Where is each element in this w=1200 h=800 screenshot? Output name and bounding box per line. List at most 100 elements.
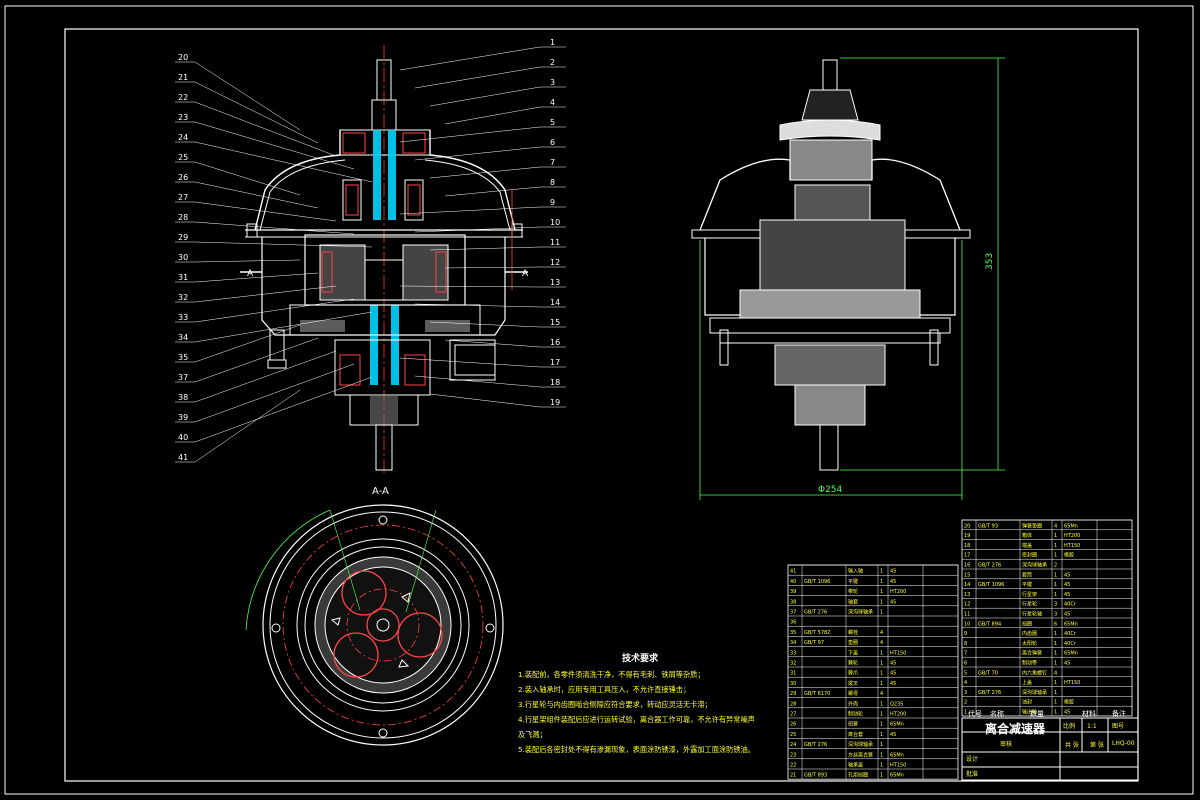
callout-31: 31 — [178, 273, 188, 282]
table-cell: 45 — [1064, 572, 1070, 578]
sheet-count-label: 第 张 — [1090, 741, 1104, 749]
notes-lines: 1.装配前，各零件须清洗干净，不得有毛刺、铁屑等杂质；2.装入轴承时，应用专用工… — [518, 670, 755, 754]
callout-8: 8 — [550, 178, 555, 187]
table-cell: 螺母 — [848, 690, 858, 697]
table-cell: 1 — [880, 599, 883, 605]
note-line: 及飞溅； — [518, 730, 547, 739]
table-cell: 行星轮 — [1022, 601, 1037, 608]
callout-24: 24 — [178, 133, 188, 142]
leader-line — [194, 324, 301, 363]
table-cell: 6 — [964, 661, 967, 667]
leader-line — [399, 357, 541, 368]
table-cell: 41 — [790, 569, 796, 575]
section-mark-right: A — [522, 269, 529, 279]
table-cell: 19 — [964, 533, 970, 539]
note-line: 1.装配前，各零件须清洗干净，不得有毛刺、铁屑等杂质； — [518, 670, 705, 679]
leader-line — [444, 266, 541, 269]
callout-35: 35 — [178, 353, 188, 362]
title-header-cell: 名称 — [990, 709, 1004, 718]
leader-line — [194, 201, 337, 222]
callout-22: 22 — [178, 93, 188, 102]
table-cell: 39 — [790, 589, 796, 595]
callout-26: 26 — [178, 173, 188, 182]
table-cell: 深沟球轴承 — [848, 741, 873, 748]
table-cell: 方丝离合簧 — [848, 751, 873, 758]
leader-line — [194, 337, 319, 383]
table-cell: 4 — [880, 691, 883, 697]
approve-label: 批准 — [966, 770, 978, 778]
table-cell: 弹簧垫圈 — [1022, 522, 1042, 529]
table-cell: 箱体 — [1022, 532, 1032, 539]
table-cell: 9 — [964, 631, 967, 637]
callouts-left: 2021222324252627282930313233343537383940… — [175, 53, 373, 463]
callout-7: 7 — [550, 158, 555, 167]
callout-38: 38 — [178, 393, 188, 402]
table-cell: 离合弹簧 — [1022, 650, 1042, 657]
title-header-cell: 代号 — [968, 709, 982, 718]
table-cell: 3 — [1054, 612, 1057, 618]
dim-width: Φ254 — [818, 485, 843, 495]
table-cell: 1 — [880, 701, 883, 707]
table-cell: GB/T 894 — [978, 621, 1001, 627]
table-cell: 20 — [964, 523, 970, 529]
callout-5: 5 — [550, 118, 555, 127]
table-cell: 1 — [1054, 700, 1057, 706]
callout-4: 4 — [550, 98, 555, 107]
callout-37: 37 — [178, 373, 188, 382]
callout-28: 28 — [178, 213, 188, 222]
callout-23: 23 — [178, 113, 188, 122]
table-cell: 1 — [880, 579, 883, 585]
table-cell: 4 — [1054, 523, 1057, 529]
table-cell: 36 — [790, 620, 796, 626]
table-cell: 深沟球轴承 — [1022, 689, 1047, 696]
leader-line — [194, 259, 301, 263]
leader-line — [429, 393, 541, 408]
table-cell: 端盖 — [1022, 542, 1032, 549]
table-cell: 垫圈 — [848, 639, 858, 646]
table-cell: 45 — [1064, 661, 1070, 667]
mass-label: 共 张 — [1065, 741, 1079, 749]
callout-19: 19 — [550, 398, 560, 407]
title-header-cell: 材料 — [1082, 709, 1096, 718]
table-cell: 1 — [880, 671, 883, 677]
leader-line — [414, 226, 541, 233]
table-cell: 轴套 — [848, 598, 858, 605]
inner-frame — [64, 28, 1139, 782]
table-cell: 65Mn — [1064, 621, 1078, 627]
callout-18: 18 — [550, 378, 560, 387]
table-cell: 内齿圈 — [1022, 630, 1037, 637]
table-cell: 27 — [790, 712, 796, 718]
leader-line — [194, 141, 373, 183]
table-cell: 制动轮 — [848, 711, 863, 718]
table-cell: 行星架 — [1022, 591, 1037, 598]
table-cell: 40Cr — [1064, 602, 1077, 608]
leader-line — [429, 166, 541, 179]
table-cell: 30 — [790, 681, 796, 687]
table-cell: 1 — [880, 722, 883, 728]
table-cell: 扭簧 — [848, 721, 858, 728]
leader-line — [429, 86, 541, 107]
table-cell: 1 — [1054, 582, 1057, 588]
leader-line — [194, 101, 337, 157]
table-cell: 1 — [1054, 661, 1057, 667]
leader-line — [414, 303, 541, 308]
leader-line — [194, 389, 301, 463]
table-cell: 太阳轮 — [1022, 640, 1037, 647]
designer-label: 设计 — [966, 755, 978, 763]
leader-line — [414, 146, 541, 161]
section-view — [240, 45, 528, 475]
table-cell: 25 — [790, 732, 796, 738]
table-cell: 7 — [964, 651, 967, 657]
leader-line — [194, 350, 337, 403]
table-cell: HT150 — [1064, 680, 1080, 686]
callout-21: 21 — [178, 73, 188, 82]
leader-line — [429, 246, 541, 251]
exterior-view — [691, 57, 1005, 500]
table-cell: 45 — [890, 661, 896, 667]
table-cell: 输入轴 — [848, 568, 863, 575]
table-cell: 1 — [880, 763, 883, 769]
table-cell: 33 — [790, 650, 796, 656]
table-cell: 套筒 — [1022, 571, 1032, 578]
